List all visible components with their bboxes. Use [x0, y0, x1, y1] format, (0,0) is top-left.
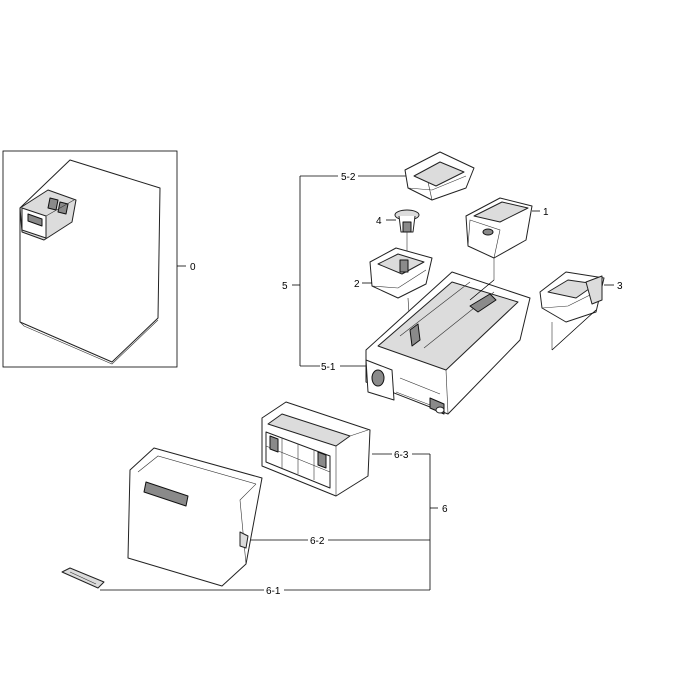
leader-lines — [469, 279, 597, 351]
part-5-2-top-tray — [404, 151, 475, 201]
label-1: 1 — [543, 207, 549, 218]
label-5-1: 5-1 — [321, 362, 336, 373]
label-0: 0 — [190, 262, 196, 273]
label-5-2: 5-2 — [341, 172, 356, 183]
washer-overview-box: 0 — [2, 150, 196, 368]
part-3-softener-cup: 3 — [539, 271, 623, 350]
label-6-3: 6-3 — [394, 450, 409, 461]
part-2-compartment-cup: 2 — [354, 247, 433, 331]
label-4: 4 — [376, 216, 382, 227]
part-4-valve: 4 — [376, 209, 420, 256]
bracket-5: 5 5-2 5-1 — [282, 172, 410, 373]
drawer-in-cabinet — [19, 189, 77, 241]
part-6-1-handle-strip — [61, 567, 105, 589]
label-5: 5 — [282, 281, 288, 292]
label-6-2: 6-2 — [310, 536, 325, 547]
bracket-6: 6 6-3 6-2 6-1 — [100, 450, 448, 597]
part-6-3-drawer-frame — [261, 401, 371, 497]
part-1-detergent-cup: 1 — [465, 197, 549, 280]
washer-cabinet — [19, 159, 161, 365]
label-6-1: 6-1 — [266, 586, 281, 597]
label-6: 6 — [442, 504, 448, 515]
part-5-1-drawer-housing — [365, 271, 531, 415]
label-2: 2 — [354, 279, 360, 290]
label-3: 3 — [617, 281, 623, 292]
part-6-2-drawer-panel — [127, 447, 263, 587]
